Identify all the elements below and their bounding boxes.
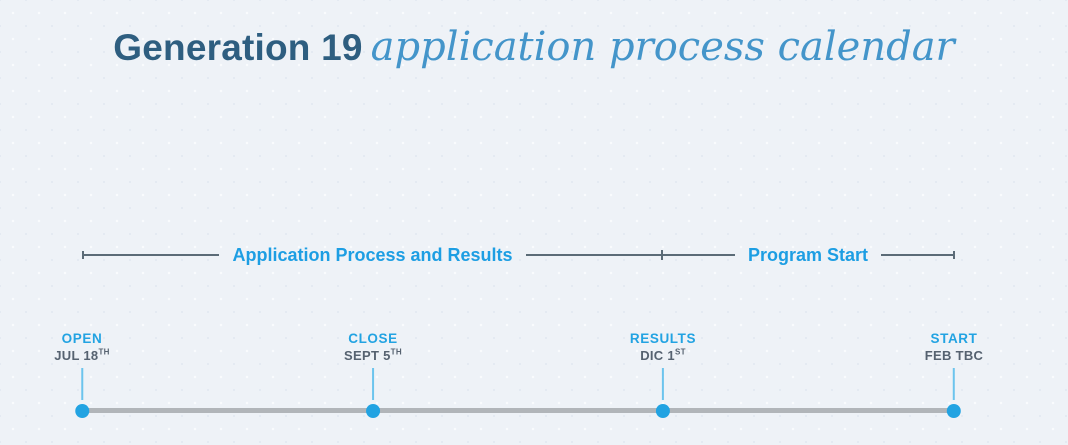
bracket-line <box>525 254 662 256</box>
milestone-date-ordinal: TH <box>98 347 110 357</box>
phase-label-program-start: Program Start <box>747 244 869 265</box>
milestone-name: RESULTS <box>629 331 697 346</box>
milestone-name: START <box>930 331 978 346</box>
milestone-connector-line <box>81 368 83 400</box>
milestone-start: START FEB TBC <box>925 330 983 418</box>
bracket-line <box>663 254 735 256</box>
milestone-connector-line <box>371 368 374 400</box>
milestone-dot <box>947 404 961 418</box>
milestone-date-text: JUL 18 <box>54 348 99 363</box>
milestone-connector-line <box>661 368 664 400</box>
bracket-start-tick <box>82 251 84 259</box>
milestone-name: CLOSE <box>348 331 398 346</box>
milestone-close: CLOSE SEPT 5TH <box>344 330 402 418</box>
milestone-results: RESULTS DIC 1ST <box>630 330 696 418</box>
milestone-dot <box>655 404 670 418</box>
phase-label-application-process: Application Process and Results <box>232 244 513 265</box>
milestone-date: SEPT 5TH <box>344 347 402 364</box>
milestone-date-text: SEPT 5 <box>344 348 391 363</box>
timeline: OPEN JUL 18TH CLOSE SEPT 5TH RESULTS DIC… <box>54 330 983 425</box>
bracket-line <box>84 254 220 256</box>
milestone-date: JUL 18TH <box>54 347 109 364</box>
milestone-date: DIC 1ST <box>640 347 686 364</box>
milestone-open: OPEN JUL 18TH <box>54 330 109 418</box>
milestone-date-ordinal: ST <box>674 347 686 357</box>
bracket-line <box>881 254 954 256</box>
bracket-middle-tick <box>661 250 663 260</box>
milestone-name: OPEN <box>61 331 103 346</box>
milestone-date: FEB TBC <box>925 347 983 364</box>
milestone-dot <box>75 404 89 418</box>
milestone-date-text: FEB TBC <box>924 348 984 363</box>
title-subtitle: application process calendar <box>370 24 955 70</box>
milestone-date-text: DIC 1 <box>640 348 675 363</box>
phase-bracket: Application Process and Results Program … <box>82 240 955 270</box>
phase-section-application: Application Process and Results <box>84 244 662 266</box>
milestone-dot <box>365 404 380 418</box>
title-main: Generation 19 <box>113 27 363 68</box>
bracket-end-tick <box>953 251 955 259</box>
phase-section-program-start: Program Start <box>663 244 954 266</box>
milestone-date-ordinal: TH <box>390 347 402 357</box>
timeline-bar <box>80 408 956 413</box>
milestone-connector-line <box>953 368 955 400</box>
